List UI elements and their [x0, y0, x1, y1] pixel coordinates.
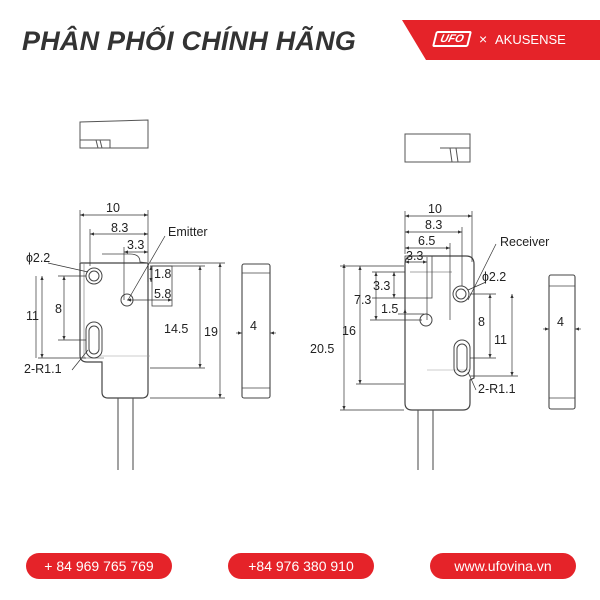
receiver-dim-offset-a: 3.3 — [406, 249, 423, 263]
sensor-technical-drawing: Emitter 10 8.3 3.3 1.8 5.8 ɸ2.2 8 11 14.… — [24, 119, 581, 470]
brand-banner-background — [402, 20, 600, 60]
emitter-dim-thickness: 4 — [250, 319, 257, 333]
phone-1-button[interactable]: + 84 969 765 769 — [26, 553, 172, 579]
receiver-dim-slot-span: 11 — [494, 333, 507, 347]
receiver-dim-hole-spacing: 8 — [478, 315, 485, 329]
emitter-label: Emitter — [168, 225, 208, 239]
emitter-dim-slot-radius: 2-R1.1 — [24, 362, 62, 376]
receiver-top-view — [404, 133, 471, 163]
receiver-cable — [417, 410, 434, 470]
receiver-dim-body-height: 16 — [342, 324, 356, 338]
receiver-dim-thickness: 4 — [557, 315, 564, 329]
receiver-dim-width: 10 — [428, 202, 442, 216]
emitter-side-view — [236, 263, 276, 399]
receiver-side-view — [543, 274, 581, 410]
emitter-dim-body-height: 14.5 — [164, 322, 188, 336]
receiver-dim-offset-e: 3.3 — [373, 279, 390, 293]
emitter-dim-total-height: 19 — [204, 325, 218, 339]
receiver-front-view — [404, 255, 475, 411]
emitter-dim-offset-c: 5.8 — [154, 287, 171, 301]
emitter-cable — [117, 398, 134, 470]
brand-banner: UFO × AKUSENSE — [402, 20, 600, 60]
receiver-dim-offset-d: 6.5 — [418, 234, 435, 248]
receiver-features — [404, 255, 471, 377]
receiver-dim-slot-radius: 2-R1.1 — [478, 382, 516, 396]
partner-brand-name: AKUSENSE — [495, 32, 566, 47]
receiver-labels: Receiver 10 8.3 6.5 3.3 3.3 7.3 1.5 ɸ2.2… — [310, 202, 564, 396]
receiver-dim-total-height: 20.5 — [310, 342, 334, 356]
emitter-dim-width: 10 — [106, 201, 120, 215]
receiver-dim-offset-f: 7.3 — [354, 293, 371, 307]
receiver-dim-hole: ɸ2.2 — [482, 270, 506, 284]
receiver-label: Receiver — [500, 235, 549, 249]
phone-2-button[interactable]: +84 976 380 910 — [228, 553, 374, 579]
brand-separator: × — [479, 31, 488, 47]
receiver-dim-offset-g: 1.5 — [381, 302, 398, 316]
emitter-dim-offset-a: 3.3 — [127, 238, 144, 252]
website-link[interactable]: www.ufovina.vn — [430, 553, 576, 579]
emitter-dim-hole: ɸ2.2 — [26, 251, 50, 265]
emitter-front-view — [79, 253, 150, 399]
emitter-dim-inner-width: 8.3 — [111, 221, 128, 235]
emitter-dim-slot-span: 11 — [26, 309, 39, 323]
emitter-top-view — [79, 119, 149, 149]
receiver-dim-inner-width: 8.3 — [425, 218, 442, 232]
headline: PHÂN PHỐI CHÍNH HÃNG — [22, 26, 357, 56]
emitter-dim-offset-b: 1.8 — [154, 267, 171, 281]
emitter-dim-hole-spacing: 8 — [55, 302, 62, 316]
emitter-labels: Emitter 10 8.3 3.3 1.8 5.8 ɸ2.2 8 11 14.… — [24, 201, 257, 376]
receiver-dimension-lines — [340, 211, 518, 411]
emitter-dimension-lines — [35, 210, 225, 399]
